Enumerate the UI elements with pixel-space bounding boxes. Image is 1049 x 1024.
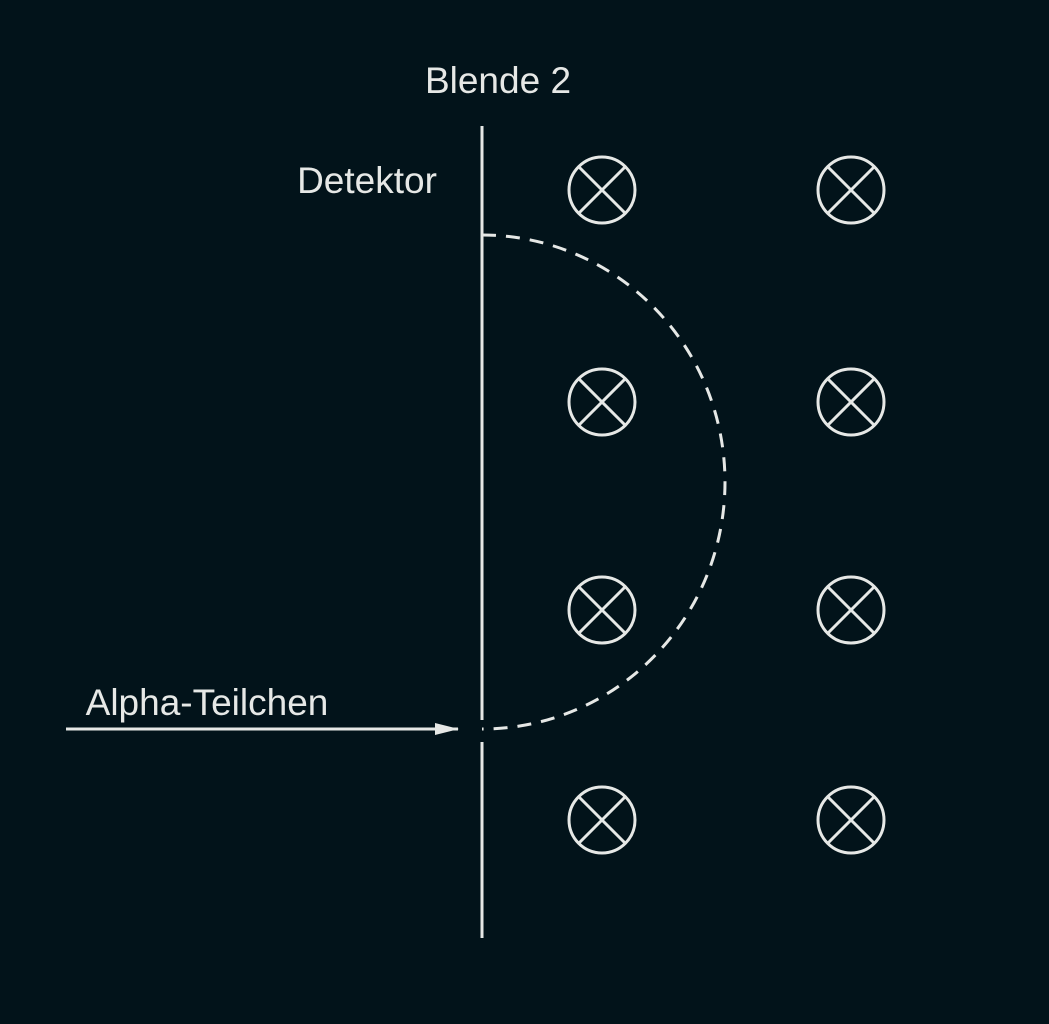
- field-symbol-cross-line: [826, 165, 876, 215]
- field-symbol-circle: [816, 155, 886, 225]
- field-symbol-cross-line: [577, 795, 627, 845]
- aperture-label: Blende 2: [425, 60, 571, 101]
- field-symbol-cross-line: [577, 585, 627, 635]
- field-into-page-icon: [567, 785, 637, 855]
- magnetic-field-symbols: [567, 155, 886, 855]
- field-symbol-circle: [567, 785, 637, 855]
- field-into-page-icon: [816, 155, 886, 225]
- field-into-page-icon: [816, 367, 886, 437]
- field-symbol-circle: [567, 575, 637, 645]
- field-symbol-cross-line: [577, 377, 627, 427]
- field-symbol-cross-line: [826, 377, 876, 427]
- field-into-page-icon: [567, 367, 637, 437]
- particle-label: Alpha-Teilchen: [86, 682, 329, 723]
- particle-trajectory-dashed: [481, 233, 727, 731]
- field-symbol-circle: [567, 367, 637, 437]
- field-symbol-cross-line: [826, 585, 876, 635]
- field-symbol-circle: [816, 367, 886, 437]
- field-symbol-cross-line: [826, 795, 876, 845]
- field-into-page-icon: [816, 785, 886, 855]
- field-into-page-icon: [567, 575, 637, 645]
- detector-label: Detektor: [297, 160, 437, 201]
- field-symbol-circle: [816, 575, 886, 645]
- field-into-page-icon: [816, 575, 886, 645]
- field-symbol-circle: [567, 155, 637, 225]
- field-symbol-circle: [816, 785, 886, 855]
- field-symbol-cross-line: [577, 165, 627, 215]
- field-into-page-icon: [567, 155, 637, 225]
